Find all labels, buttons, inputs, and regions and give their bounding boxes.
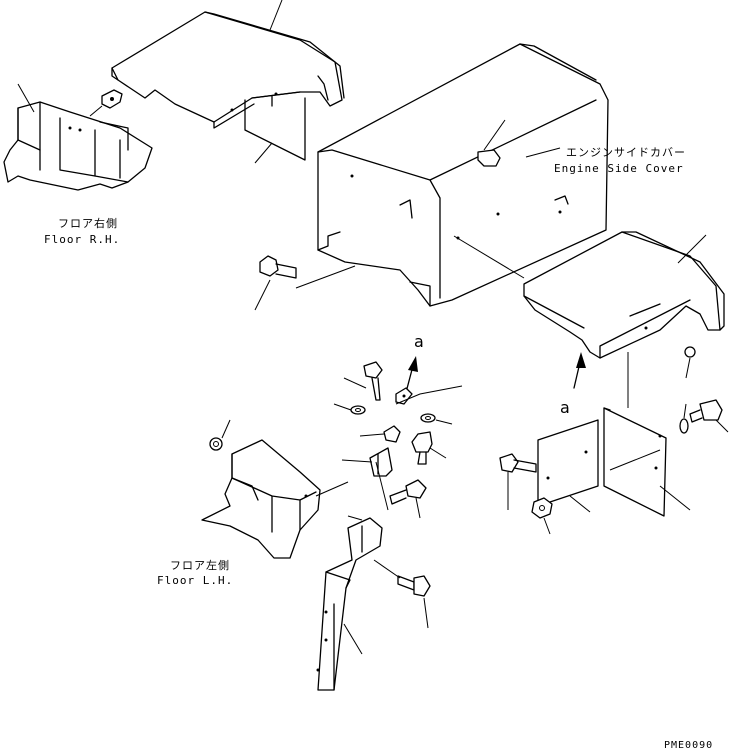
bolt-part <box>254 255 356 311</box>
bolt-part <box>373 559 431 629</box>
bolt-part <box>343 361 383 401</box>
floor-rh-part <box>3 83 153 191</box>
washer-part <box>333 403 366 415</box>
bolt-part <box>411 431 447 465</box>
right-fender-part <box>453 231 725 359</box>
grommet-part <box>209 419 231 451</box>
engine-side-cover-part <box>317 43 609 307</box>
cover-plate-part <box>603 352 691 517</box>
washer-part <box>420 413 453 425</box>
clip-part <box>359 425 401 443</box>
view-a-right-label: a <box>560 398 570 417</box>
engine-cover-en-label: Engine Side Cover <box>554 162 684 175</box>
bolt-part <box>477 119 506 167</box>
bracket-part <box>89 89 123 117</box>
top-fender-part <box>111 0 345 164</box>
bolt-part <box>499 453 537 510</box>
cover-plate-part <box>537 419 599 513</box>
floor-rh-en-label: Floor R.H. <box>44 233 121 246</box>
nut-part <box>531 497 553 535</box>
bolt-part <box>375 461 427 519</box>
bolt-part <box>689 399 729 433</box>
support-post-part <box>316 515 383 691</box>
washer-part <box>679 403 689 434</box>
clamp-part <box>341 447 393 477</box>
clip-part <box>395 385 463 405</box>
grommet-part <box>684 346 696 379</box>
floor-lh-jp-label: フロア左側 <box>170 559 230 572</box>
engine-cover-jp-label: エンジンサイドカバー <box>566 146 686 159</box>
drawing-code-label: PME0090 <box>664 740 714 751</box>
view-arrow-right <box>573 352 586 389</box>
floor-lh-en-label: Floor L.H. <box>157 574 234 587</box>
view-a-top-label: a <box>414 332 424 351</box>
floor-rh-jp-label: フロア右側 <box>58 217 118 230</box>
floor-lh-part <box>201 439 321 559</box>
